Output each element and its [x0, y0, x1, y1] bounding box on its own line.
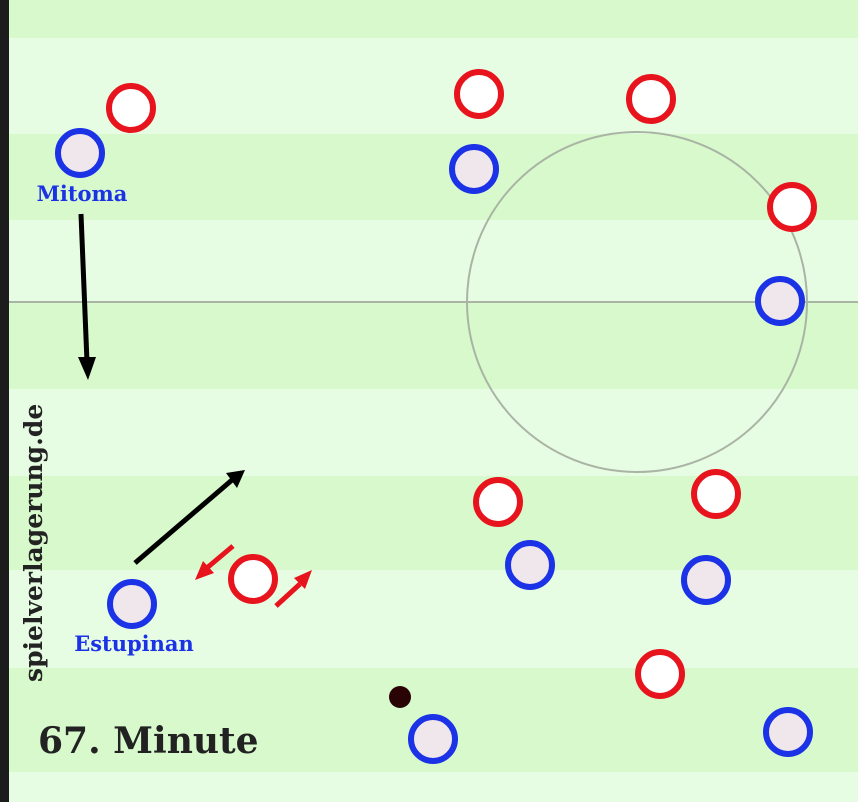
red-back-arrowhead — [195, 561, 214, 580]
mitoma-label: Mitoma — [37, 181, 128, 206]
black-movement-arrows — [78, 213, 245, 565]
center-circle — [466, 131, 808, 473]
left-border — [0, 0, 9, 802]
red-player — [767, 182, 817, 232]
estupinan-run-arrow — [133, 478, 234, 565]
pitch-stripe — [0, 134, 858, 220]
blue-player-estupinan — [107, 579, 157, 629]
blue-player — [763, 707, 813, 757]
blue-player — [755, 276, 805, 326]
red-forward-arrowhead — [294, 570, 312, 589]
blue-player — [449, 144, 499, 194]
blue-player — [505, 540, 555, 590]
ball — [389, 686, 411, 708]
blue-player — [408, 714, 458, 764]
mitoma-run-arrow — [78, 213, 90, 363]
red-player — [106, 83, 156, 133]
mitoma-run-arrowhead — [78, 357, 96, 380]
pitch-stripe — [0, 0, 858, 38]
red-back-arrow — [206, 544, 235, 569]
blue-team — [55, 128, 813, 764]
minute-label: 67. Minute — [38, 720, 259, 762]
red-forward-arrow — [274, 582, 302, 608]
red-player — [691, 469, 741, 519]
blue-player — [681, 555, 731, 605]
estupinan-label: Estupinan — [74, 631, 194, 656]
red-player — [454, 69, 504, 119]
red-movement-arrows — [195, 544, 312, 608]
estupinan-run-arrowhead — [226, 470, 245, 488]
red-player — [473, 477, 523, 527]
red-player — [228, 554, 278, 604]
red-player — [626, 74, 676, 124]
red-team — [106, 69, 817, 699]
pitch-stripe — [0, 303, 858, 389]
blue-player-mitoma — [55, 128, 105, 178]
watermark: spielverlagerung.de — [19, 404, 48, 682]
red-player — [635, 649, 685, 699]
